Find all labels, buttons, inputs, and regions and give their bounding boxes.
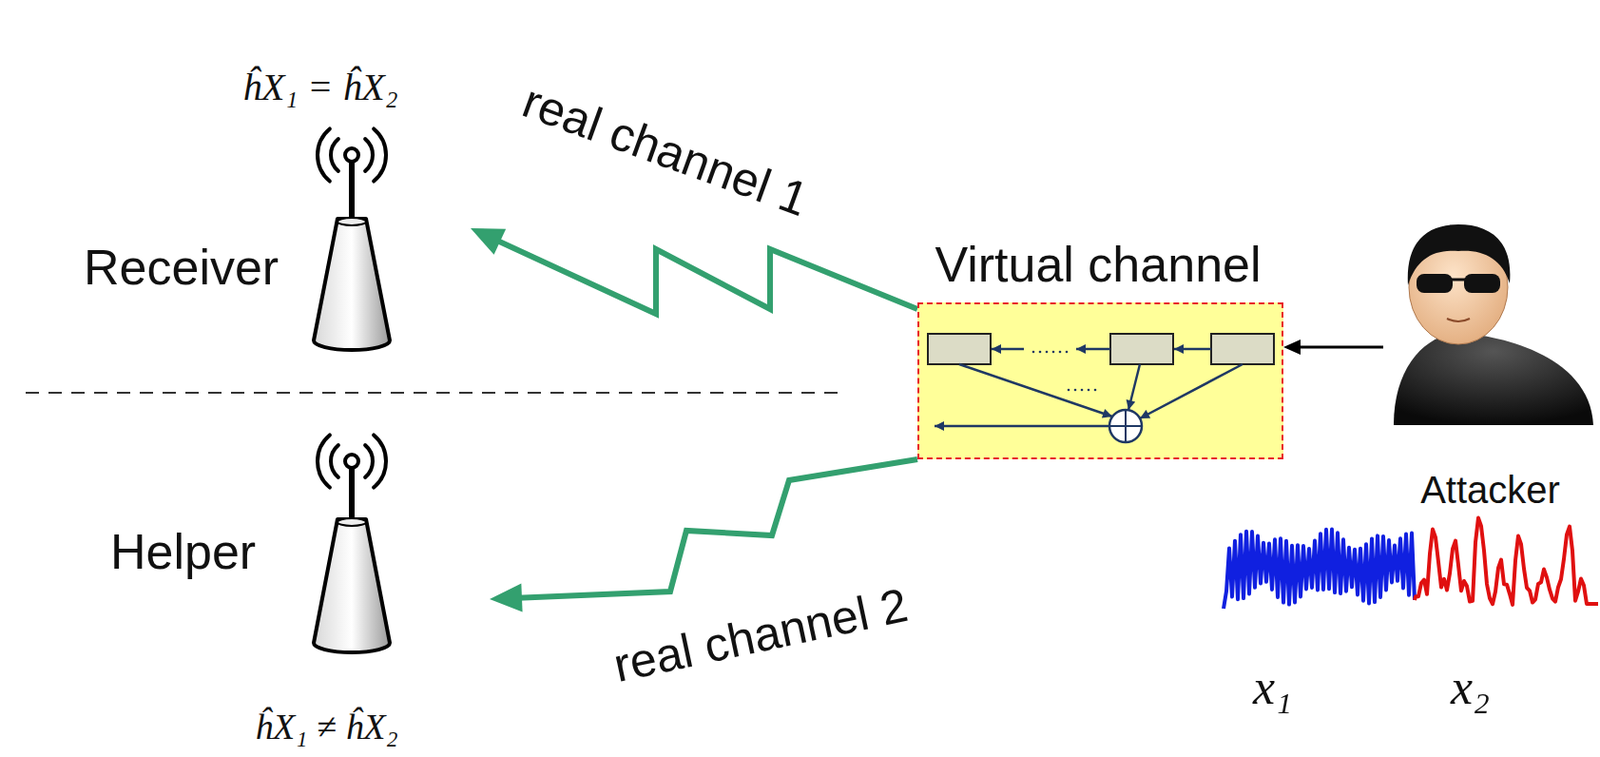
channel-arrow: [1283, 339, 1384, 355]
channel-label: real channel 1: [515, 72, 816, 229]
channel-box: [917, 302, 1284, 460]
helper-node: Helper ĥX₁ ≠ ĥX₂: [80, 399, 490, 753]
node-label: Virtual channel: [893, 234, 1303, 294]
virtual-channel-node: Virtual channel: [893, 232, 1305, 462]
node-label: Attacker: [1383, 466, 1598, 513]
waveform-x1: [1223, 528, 1415, 609]
antenna-icon: [313, 128, 390, 350]
attacker-node: Attacker: [1383, 213, 1600, 519]
node-label: Helper: [110, 521, 256, 581]
tapped-delay-line: [919, 304, 1286, 462]
divider-line: [25, 391, 842, 394]
signal-label: x₂: [1450, 657, 1490, 717]
antenna-icon: [313, 434, 390, 653]
waveform-x2: [1414, 518, 1599, 605]
channel-arrow: [470, 228, 918, 314]
receiver-node: ĥX₁ = ĥX₂ Receiver: [80, 57, 471, 352]
channel-arrow: [489, 459, 918, 613]
channel-estimate: ĥX₁ ≠ ĥX₂: [254, 705, 399, 750]
channel-estimate: ĥX₁ = ĥX₂: [242, 64, 399, 111]
attacker-icon: [1393, 224, 1594, 425]
signal-label: x₁: [1253, 657, 1292, 717]
node-label: Receiver: [83, 237, 279, 297]
channel-label: real channel 2: [608, 576, 913, 694]
